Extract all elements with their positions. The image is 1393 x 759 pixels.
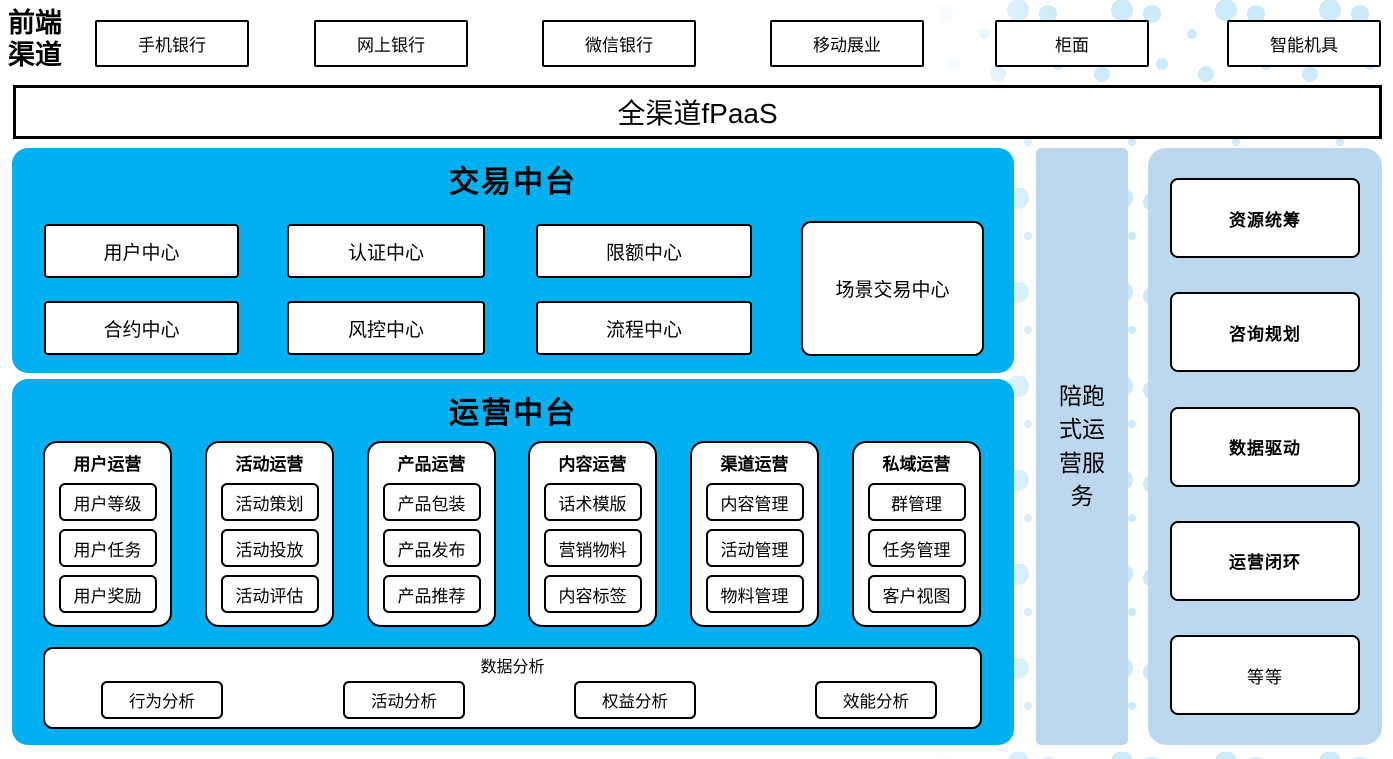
analysis-box-efficiency: 效能分析 [815,681,937,719]
channel-box-wechat-banking: 微信银行 [542,20,696,67]
column-item: 活动评估 [220,575,319,613]
analysis-box-behavior: 行为分析 [101,681,223,719]
data-analysis-title: 数据分析 [480,659,545,676]
center-box-auth: 认证中心 [287,224,485,278]
column-item: 用户等级 [58,483,157,521]
front-channels-label: 前端渠道 [8,8,62,71]
column-item: 产品推荐 [382,575,481,613]
transaction-platform-title: 交易中台 [449,166,577,199]
column-item: 产品发布 [382,529,481,567]
center-box-process: 流程中心 [536,301,752,355]
center-box-contract: 合约中心 [44,301,239,355]
channel-box-counter: 柜面 [995,20,1149,67]
service-box-closed-loop: 运营闭环 [1170,520,1360,601]
analysis-box-activity: 活动分析 [343,681,465,719]
operation-platform-title: 运营中台 [449,397,577,430]
column-item: 话术模版 [543,483,642,521]
column-item: 活动管理 [705,529,804,567]
column-item: 内容管理 [705,483,804,521]
column-title: 活动运营 [235,455,304,474]
column-item: 活动投放 [220,529,319,567]
side-service-bar: 陪跑式运营服务 [1036,148,1128,745]
service-box-resource-planning: 资源统筹 [1170,178,1360,258]
column-title: 内容运营 [558,455,627,474]
channel-box-mobile-sales: 移动展业 [770,20,924,67]
service-box-data-driven: 数据驱动 [1170,406,1360,487]
column-title: 产品运营 [397,455,466,474]
column-title: 用户运营 [73,455,142,474]
service-box-etc: 等等 [1170,635,1360,715]
center-box-risk: 风控中心 [287,301,485,355]
ops-column-private-domain: 私域运营 群管理 任务管理 客户视图 [852,441,981,627]
transaction-platform-panel: 交易中台 用户中心 认证中心 限额中心 合约中心 风控中心 流程中心 场景交易中… [12,148,1014,373]
column-item: 活动策划 [220,483,319,521]
column-title: 渠道运营 [720,455,789,474]
center-box-limit: 限额中心 [536,224,752,278]
data-analysis-panel: 数据分析 行为分析 活动分析 权益分析 效能分析 [43,647,982,729]
operation-platform-panel: 运营中台 用户运营 用户等级 用户任务 用户奖励 活动运营 活动策划 活动投放 … [12,379,1014,745]
fpaas-bar: 全渠道fPaaS [13,85,1382,139]
service-panel: 资源统筹 咨询规划 数据驱动 运营闭环 等等 [1148,148,1382,745]
channel-box-online-banking: 网上银行 [314,20,468,67]
ops-column-activity: 活动运营 活动策划 活动投放 活动评估 [205,441,334,627]
column-item: 产品包装 [382,483,481,521]
column-item: 任务管理 [867,529,966,567]
column-title: 私域运营 [882,455,951,474]
ops-column-product: 产品运营 产品包装 产品发布 产品推荐 [367,441,496,627]
column-item: 客户视图 [867,575,966,613]
column-item: 物料管理 [705,575,804,613]
scene-transaction-center-box: 场景交易中心 [801,221,984,356]
ops-column-channel: 渠道运营 内容管理 活动管理 物料管理 [690,441,819,627]
column-item: 内容标签 [543,575,642,613]
channel-box-smart-machines: 智能机具 [1227,20,1381,67]
column-item: 用户奖励 [58,575,157,613]
side-service-label: 陪跑式运营服务 [1059,382,1105,509]
center-box-user: 用户中心 [44,224,239,278]
analysis-box-rights: 权益分析 [574,681,696,719]
column-item: 群管理 [867,483,966,521]
service-box-consulting: 咨询规划 [1170,292,1360,373]
ops-column-content: 内容运营 话术模版 营销物料 内容标签 [528,441,657,627]
column-item: 用户任务 [58,529,157,567]
channel-box-mobile-banking: 手机银行 [95,20,249,67]
column-item: 营销物料 [543,529,642,567]
ops-column-user: 用户运营 用户等级 用户任务 用户奖励 [43,441,172,627]
